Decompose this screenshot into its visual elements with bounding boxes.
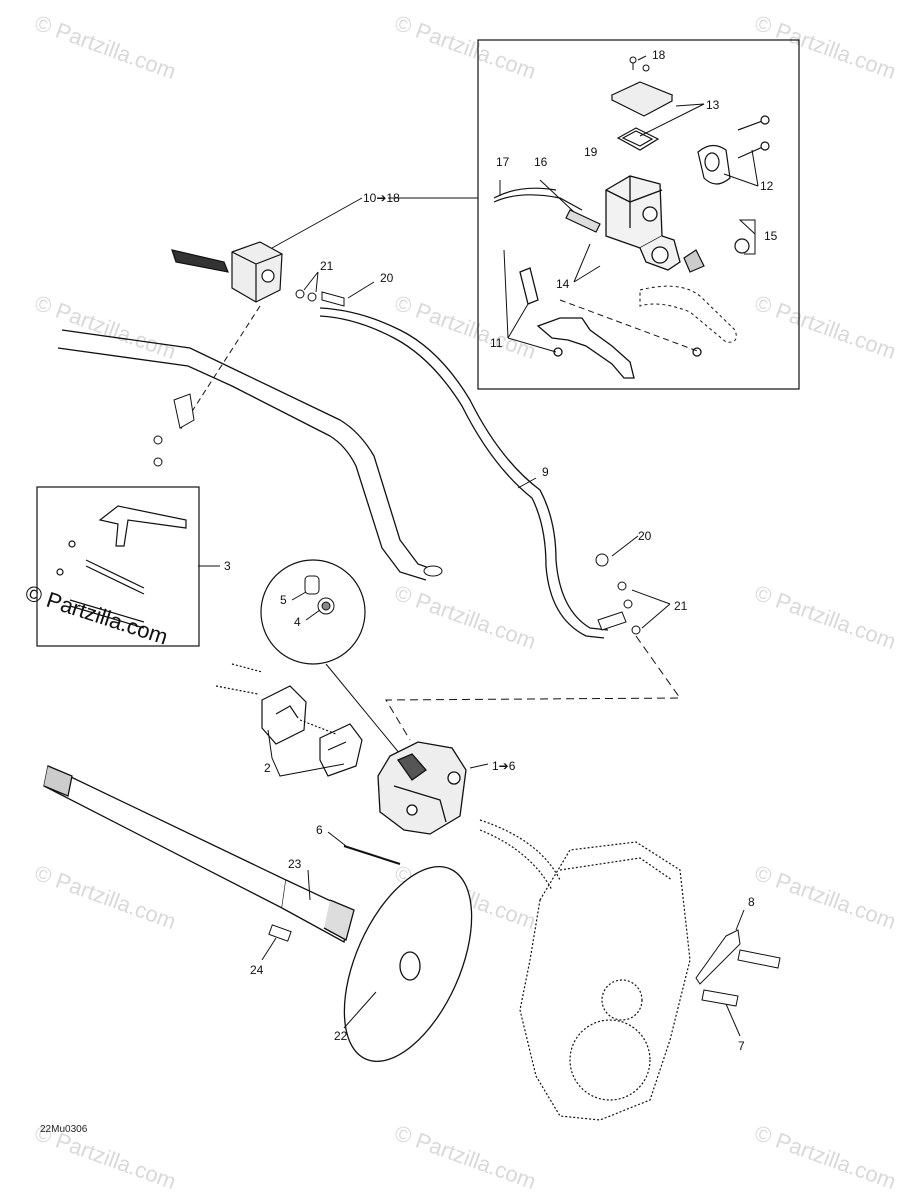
lever-boot xyxy=(683,238,750,273)
handlebar-lower-edge xyxy=(57,347,427,581)
hose-fitting xyxy=(295,289,345,307)
callout-20: 20 xyxy=(380,271,394,285)
callout-16: 16 xyxy=(534,155,548,169)
brake-lever xyxy=(519,267,702,379)
callout-14: 14 xyxy=(556,277,570,291)
callout-2: 2 xyxy=(264,761,271,775)
callout-3: 3 xyxy=(224,559,231,573)
cover-screw xyxy=(629,56,650,72)
callout-17: 17 xyxy=(496,155,510,169)
assembly-axis-line xyxy=(179,305,261,431)
callout-4: 4 xyxy=(294,615,301,629)
callout-6: 6 xyxy=(316,823,323,837)
brake-caliper xyxy=(377,741,467,835)
mount-bracket xyxy=(153,393,195,467)
callout-5: 5 xyxy=(280,593,287,607)
bleeder-parts xyxy=(304,575,335,615)
exploded-view-drawing: 18 13 19 12 15 17 16 14 11 10➔18 21 20 9… xyxy=(36,39,800,1121)
callout-18: 18 xyxy=(652,48,666,62)
brake-shaft xyxy=(43,765,355,944)
brake-switch-wire xyxy=(493,187,601,233)
disc-hub xyxy=(399,951,421,981)
chain-tensioner-bolts xyxy=(695,929,781,1007)
callout-12: 12 xyxy=(760,179,774,193)
callout-15: 15 xyxy=(764,229,778,243)
callout-21: 21 xyxy=(320,259,334,273)
drawing-code: 22Mu0306 xyxy=(40,1124,88,1135)
brake-pads xyxy=(215,663,363,777)
callout-24: 24 xyxy=(250,963,264,977)
callout-19: 19 xyxy=(584,145,598,159)
callout-1-6: 1➔6 xyxy=(492,759,516,773)
handlebar-ghost xyxy=(639,285,737,343)
handlebar-end xyxy=(423,565,443,577)
chaincase-housing xyxy=(479,819,691,1121)
master-cylinder-detail-frame xyxy=(477,39,800,390)
reservoir-cover xyxy=(610,81,674,151)
bleeder-detail-circle xyxy=(260,559,366,665)
brake-hose xyxy=(319,315,605,639)
callout-23: 23 xyxy=(288,857,302,871)
callout-13: 13 xyxy=(706,98,720,112)
handlebar-master-cylinder xyxy=(171,241,283,303)
callout-21: 21 xyxy=(674,599,688,613)
parts-diagram: © Partzilla.com © Partzilla.com © Partzi… xyxy=(22,10,899,1194)
handlebar-upper-edge xyxy=(61,329,441,573)
callout-10-18: 10➔18 xyxy=(363,191,400,205)
pin-kit-parts xyxy=(56,505,187,629)
shaft-key xyxy=(268,924,292,942)
handlebar-clamp xyxy=(697,115,770,185)
master-cylinder-body xyxy=(605,175,681,271)
brake-hose xyxy=(319,307,609,631)
assembly-axis-line xyxy=(385,635,681,741)
callout-20: 20 xyxy=(638,529,652,543)
callout-9: 9 xyxy=(542,465,549,479)
caliper-pin xyxy=(343,845,401,865)
assembly-axis-line xyxy=(559,299,701,353)
callout-8: 8 xyxy=(748,895,755,909)
hose-end-fitting xyxy=(595,553,641,635)
callout-leaders xyxy=(198,55,759,1037)
callout-11: 11 xyxy=(490,336,503,350)
callout-7: 7 xyxy=(738,1039,745,1053)
leader-line xyxy=(325,663,401,755)
callout-22: 22 xyxy=(334,1029,348,1043)
